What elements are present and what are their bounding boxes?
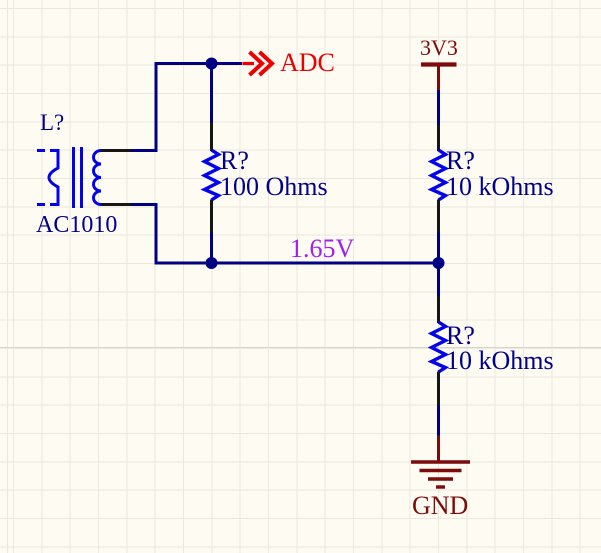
chevron-right-icon bbox=[258, 50, 275, 77]
power-rail-label[interactable]: 3V3 bbox=[420, 35, 458, 60]
resistor-zigzag bbox=[427, 320, 450, 374]
divider-top-resistor-value[interactable]: 10 kOhms bbox=[446, 172, 554, 201]
wires bbox=[131, 62, 440, 436]
sense-resistor-designator[interactable]: R? bbox=[220, 146, 249, 175]
divider-top-resistor-designator[interactable]: R? bbox=[446, 146, 475, 175]
chevron-right-icon bbox=[248, 50, 265, 77]
inductor-symbol[interactable] bbox=[37, 147, 131, 208]
secondary-winding bbox=[92, 149, 102, 206]
resistor-zigzag bbox=[427, 148, 450, 202]
junction-dot bbox=[432, 257, 445, 269]
wire-bottom-net[interactable] bbox=[131, 203, 439, 265]
ground-symbol[interactable] bbox=[411, 435, 470, 489]
primary-winding bbox=[47, 149, 60, 206]
inductor-part-number[interactable]: AC1010 bbox=[36, 212, 118, 238]
junction-dot bbox=[205, 257, 218, 269]
divider-bottom-resistor-symbol[interactable] bbox=[427, 296, 450, 406]
sense-resistor-value[interactable]: 100 Ohms bbox=[220, 172, 328, 201]
ground-label[interactable]: GND bbox=[412, 491, 469, 520]
resistor-zigzag bbox=[200, 148, 223, 202]
divider-bottom-resistor-value[interactable]: 10 kOhms bbox=[446, 346, 554, 375]
power-rail-symbol[interactable] bbox=[421, 62, 457, 91]
adc-port-icon[interactable] bbox=[242, 50, 275, 77]
inductor-designator[interactable]: L? bbox=[40, 110, 65, 135]
divider-bottom-resistor-designator[interactable]: R? bbox=[446, 321, 475, 350]
net-label-1v65[interactable]: 1.65V bbox=[290, 234, 355, 263]
adc-port-label[interactable]: ADC bbox=[280, 48, 335, 77]
wire-top-net[interactable] bbox=[131, 62, 242, 152]
junction-dot bbox=[205, 57, 218, 70]
sense-resistor-symbol[interactable] bbox=[200, 122, 223, 233]
divider-top-resistor-symbol[interactable] bbox=[427, 124, 450, 233]
grid-major-line bbox=[0, 347, 601, 348]
